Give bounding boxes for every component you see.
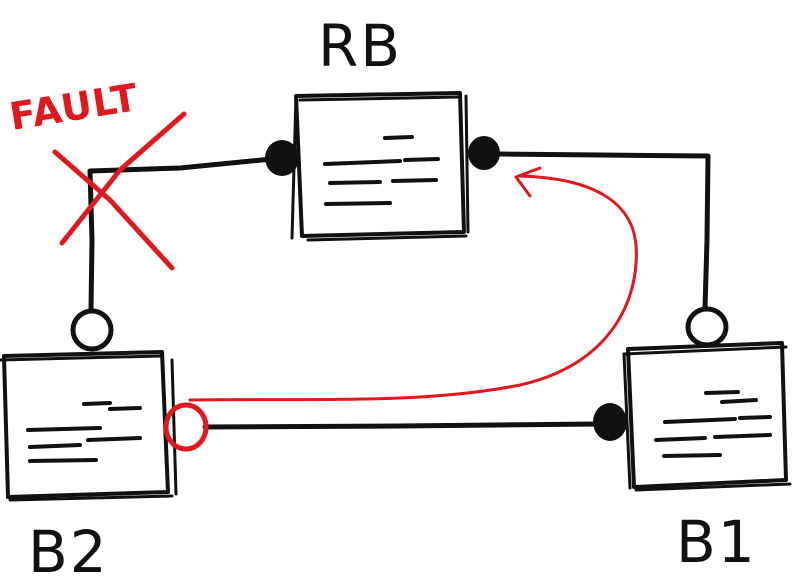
b2-top-port-open [70,308,114,352]
rb-label: RB [318,12,402,80]
rb-right-port-closed [468,136,500,170]
fault-cross-icon [52,149,175,271]
rb-left-port-closed [265,140,299,176]
b1-top-port-open [685,306,729,348]
reroute-arrowhead-icon [514,166,542,198]
rb-box [294,91,466,238]
b2-box [2,350,170,499]
link-fault-to-b2 [87,168,95,313]
b2-right-port-highlighted [163,402,209,452]
b1-content-lines [654,390,772,458]
node-rb: RB [265,12,500,242]
link-rb-to-b1 [497,151,711,311]
b1-left-port-closed [593,403,627,441]
b1-box [626,341,788,489]
b1-label: B1 [676,508,757,576]
link-rb-to-fault [87,156,275,174]
rb-content-lines [323,135,440,206]
node-b1: B1 [593,306,792,576]
links [87,151,711,430]
b2-content-lines [26,401,142,463]
node-b2: B2 [0,308,178,579]
fault-label: FAULT [7,75,142,139]
reroute-path [163,166,638,452]
reroute-line [188,174,638,402]
link-b2-to-b1 [202,421,601,430]
b2-label: B2 [28,518,109,579]
